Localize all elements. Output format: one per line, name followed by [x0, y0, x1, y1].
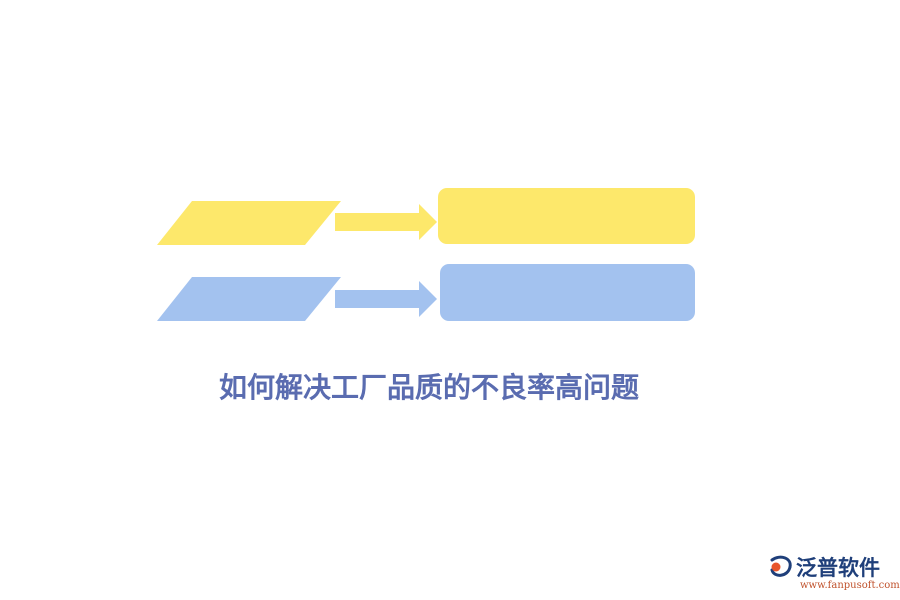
input-parallelogram-2	[157, 277, 341, 321]
fanpu-swirl-logo-icon	[770, 555, 792, 577]
brand-name: 泛普软件	[796, 556, 880, 580]
output-box-2	[440, 264, 695, 321]
input-parallelogram-1	[157, 201, 341, 245]
output-box-1	[438, 188, 695, 244]
brand-logo: 泛普软件 www.fanpusoft.com	[766, 550, 900, 594]
brand-url: www.fanpusoft.com	[800, 580, 900, 591]
arrow-2	[335, 281, 437, 317]
arrow-1	[335, 204, 437, 240]
diagram-title: 如何解决工厂品质的不良率高问题	[218, 371, 639, 404]
